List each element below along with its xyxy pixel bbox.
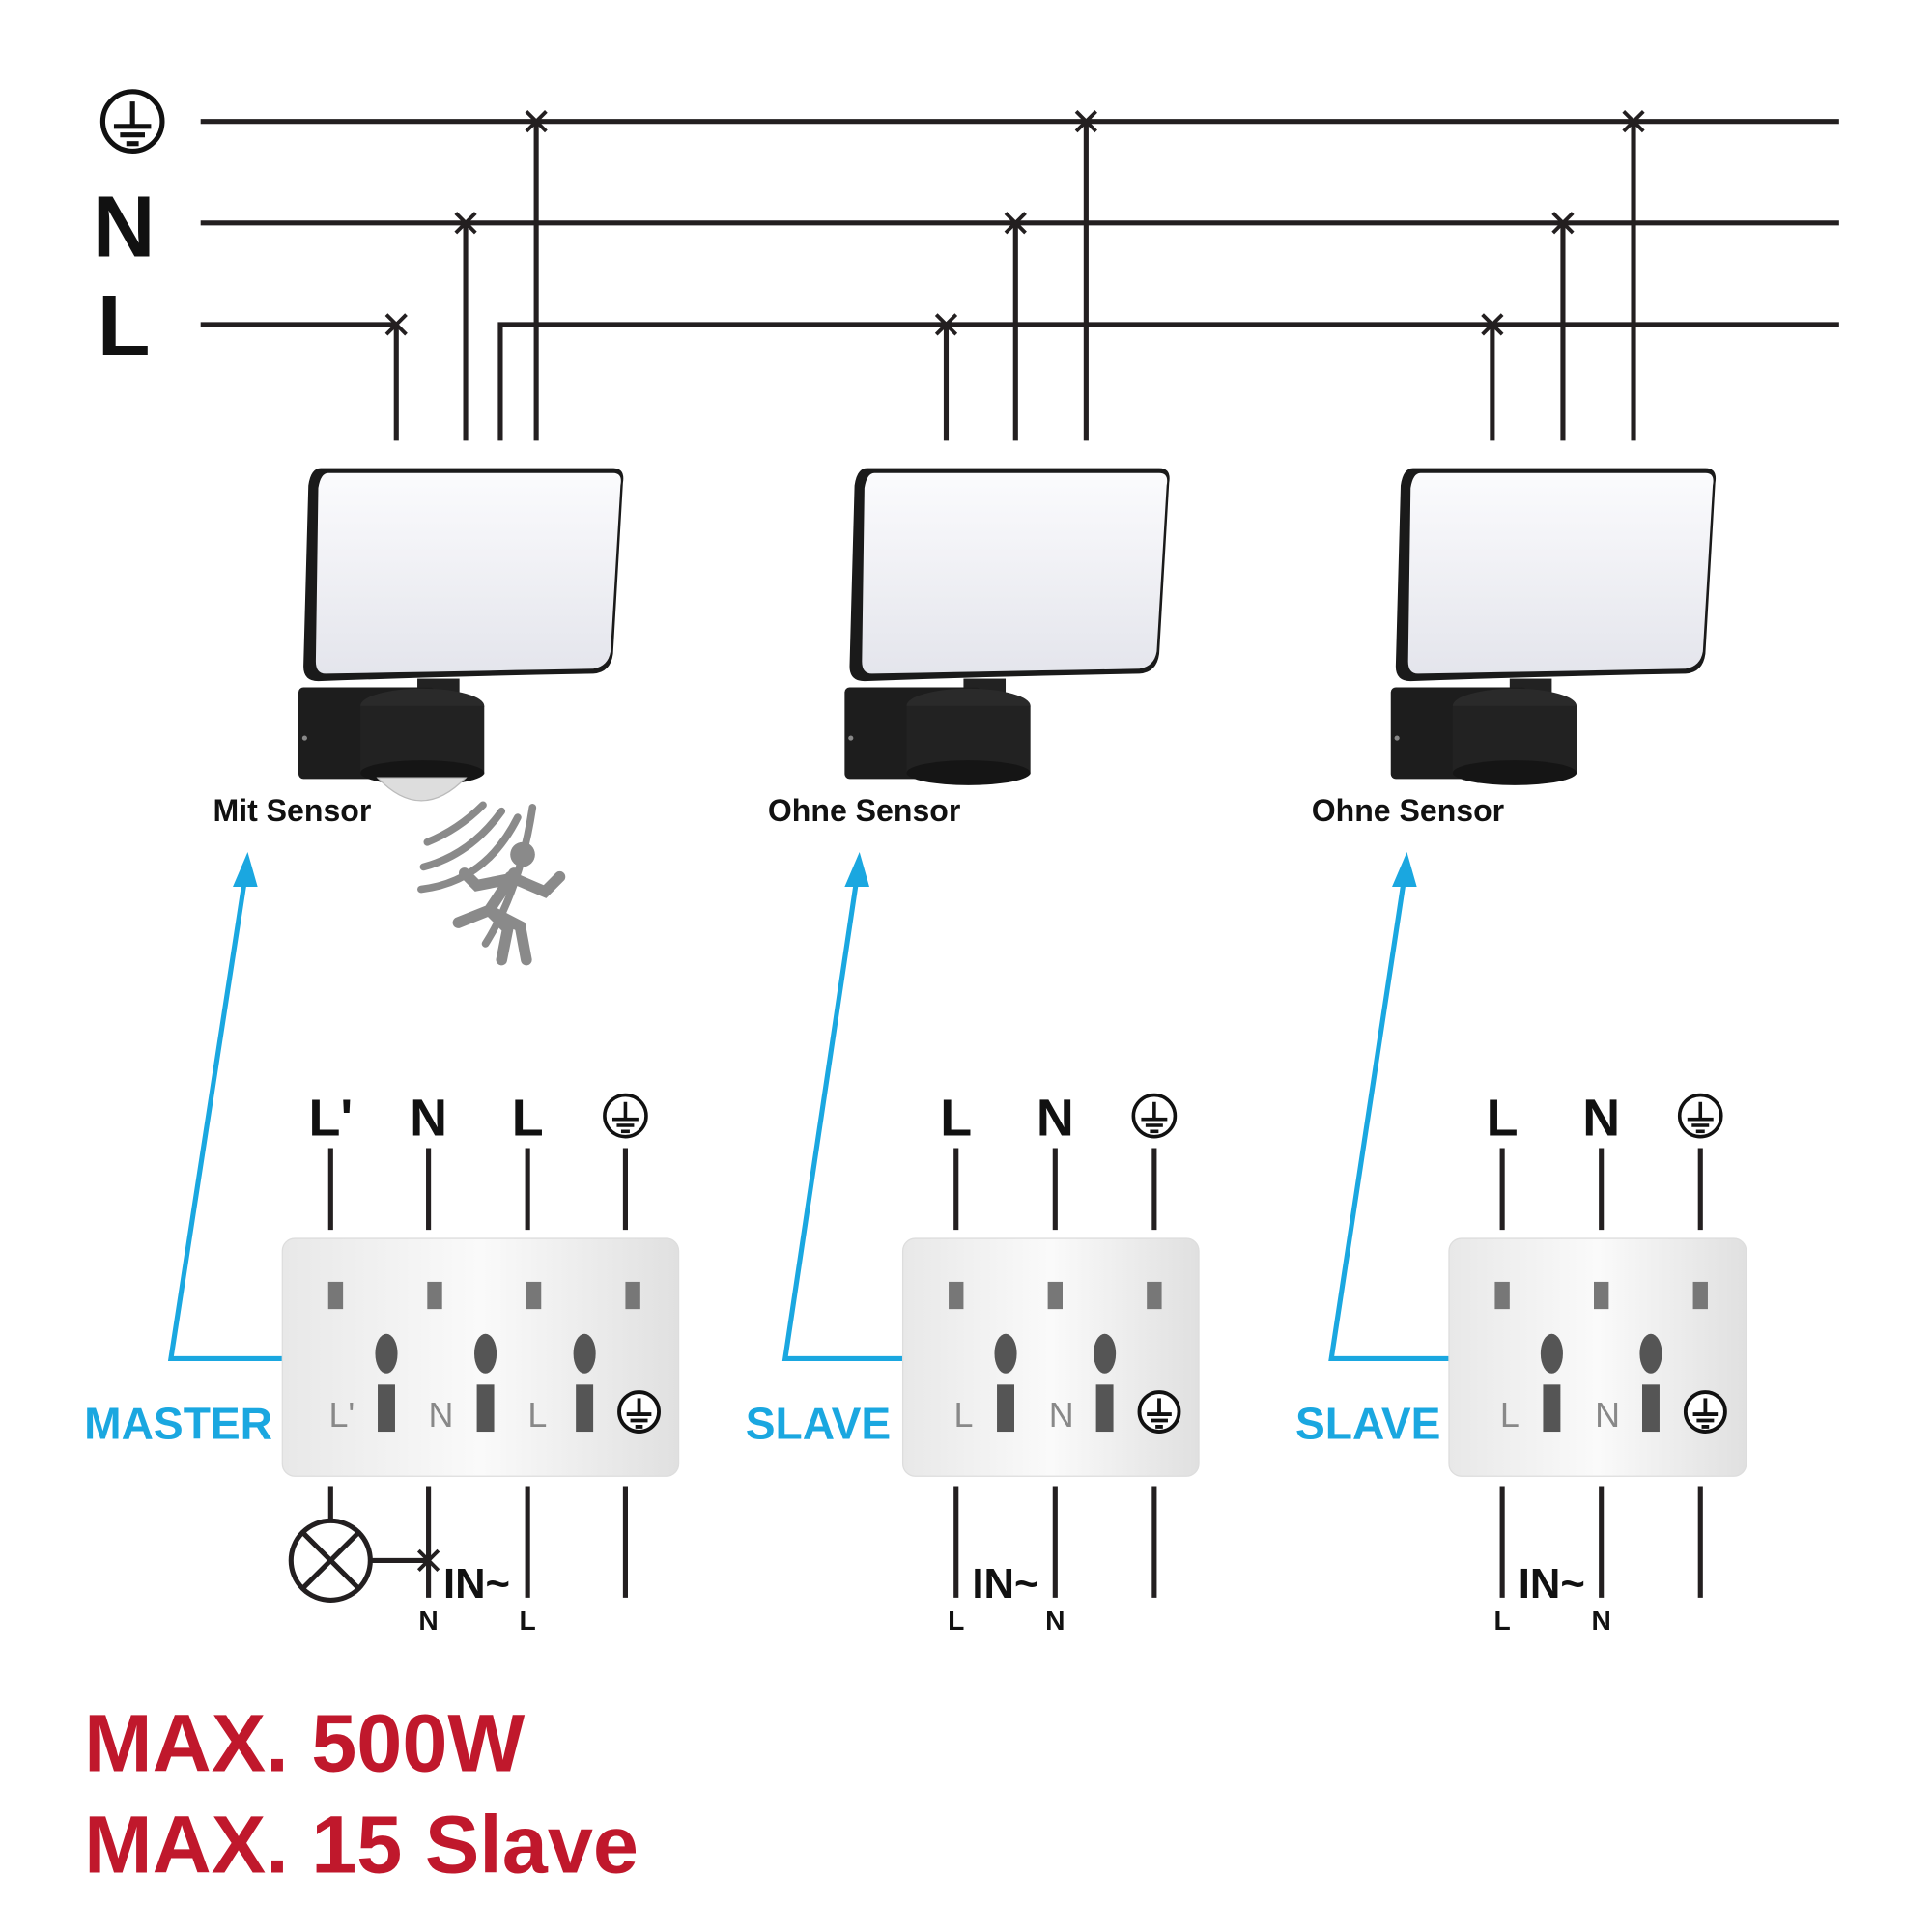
svg-text:N: N	[418, 1605, 438, 1635]
svg-text:N: N	[1049, 1396, 1074, 1435]
svg-text:N: N	[428, 1396, 453, 1435]
svg-text:N: N	[1592, 1605, 1611, 1635]
bus-wires	[200, 109, 1839, 441]
svg-text:L: L	[527, 1396, 547, 1435]
master-floodlight	[298, 468, 624, 785]
svg-text:L: L	[520, 1605, 536, 1635]
lamp-label-master: Mit Sensor	[213, 793, 372, 828]
svg-text:N: N	[1045, 1605, 1065, 1635]
svg-text:L: L	[1487, 1090, 1519, 1148]
slave-1-arrow	[781, 852, 947, 1361]
bus-l-label: L	[98, 278, 151, 375]
svg-text:IN~: IN~	[443, 1561, 510, 1607]
svg-text:L': L'	[328, 1396, 355, 1435]
lamp-label-slave-1: Ohne Sensor	[768, 793, 960, 828]
earth-ground-icon	[102, 92, 162, 152]
motion-sensor-dome	[376, 777, 468, 802]
load-lamp-symbol-icon	[288, 1518, 440, 1603]
slave-floodlight-1	[844, 468, 1170, 785]
svg-text:L: L	[940, 1090, 972, 1148]
svg-text:L: L	[953, 1396, 973, 1435]
max-power-note: MAX. 500W	[84, 1696, 525, 1788]
svg-text:IN~: IN~	[1519, 1561, 1585, 1607]
svg-text:L: L	[1500, 1396, 1520, 1435]
slave-connector-2: L N L N IN~ L N	[1448, 1090, 1747, 1635]
lamp-label-slave-2: Ohne Sensor	[1312, 793, 1504, 828]
svg-text:L: L	[512, 1090, 544, 1148]
svg-text:N: N	[410, 1090, 447, 1148]
svg-text:IN~: IN~	[972, 1561, 1038, 1607]
role-slave-1: SLAVE	[746, 1399, 891, 1449]
svg-text:N: N	[1037, 1090, 1074, 1148]
role-master: MASTER	[84, 1399, 272, 1449]
svg-text:L: L	[948, 1605, 964, 1635]
motion-person-icon	[417, 801, 566, 966]
slave-connector-1: L N L N IN~ L N	[901, 1090, 1200, 1635]
max-slaves-note: MAX. 15 Slave	[84, 1798, 639, 1889]
svg-text:L': L'	[308, 1090, 353, 1148]
svg-text:N: N	[1582, 1090, 1620, 1148]
bus-n-label: N	[93, 179, 156, 275]
master-arrow	[167, 852, 332, 1361]
master-connector: L' N L L' N L IN~ N L	[281, 1090, 680, 1635]
svg-text:N: N	[1595, 1396, 1620, 1435]
slave-2-arrow	[1328, 852, 1492, 1361]
slave-floodlight-2	[1390, 468, 1717, 785]
role-slave-2: SLAVE	[1295, 1399, 1440, 1449]
svg-text:L: L	[1494, 1605, 1511, 1635]
